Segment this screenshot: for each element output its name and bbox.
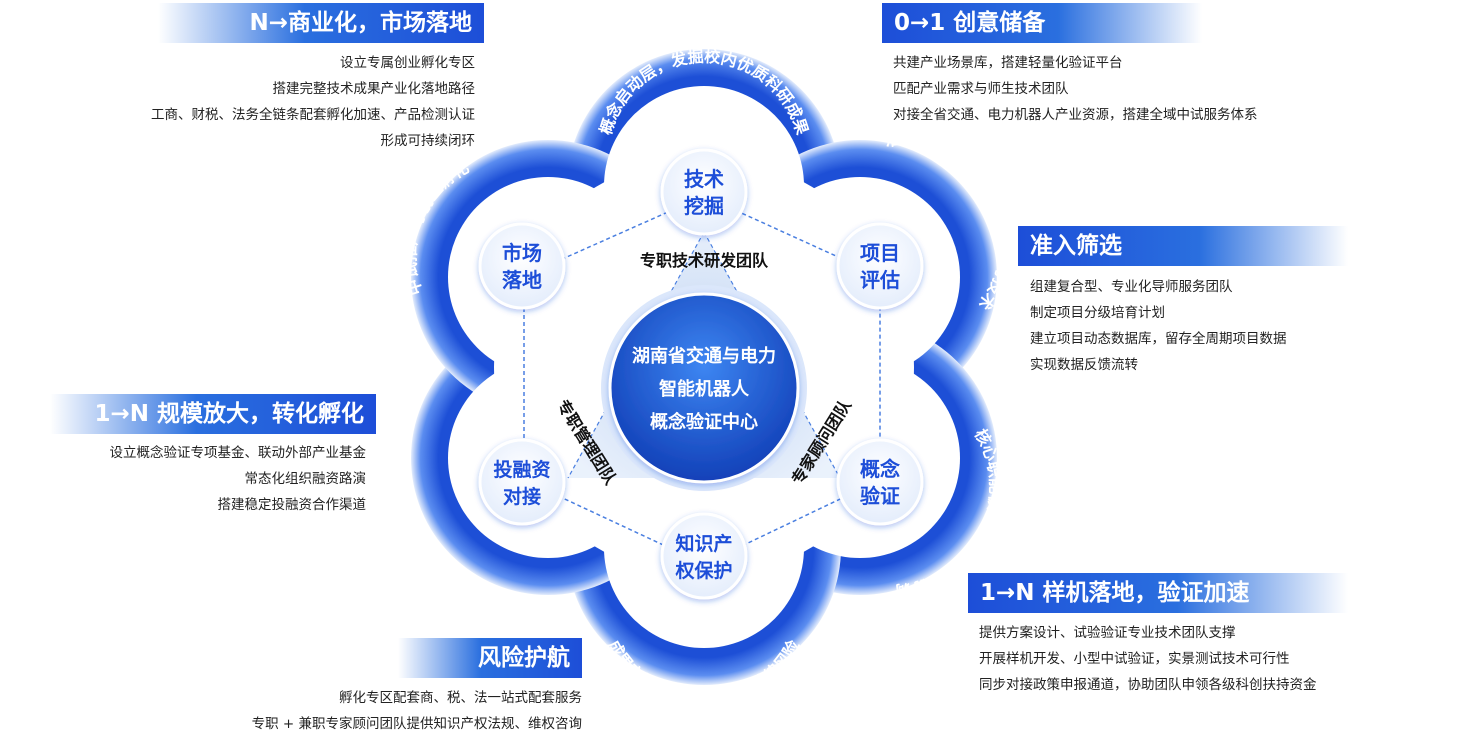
svg-text:项目: 项目 (860, 241, 900, 265)
center-line-2: 智能机器人 (659, 378, 750, 400)
svg-text:评估: 评估 (860, 268, 900, 292)
list-item: 共建产业场景库，搭建轻量化验证平台 (893, 55, 1123, 71)
panel-creative-list: 共建产业场景库，搭建轻量化验证平台 匹配产业需求与师生技术团队 对接全省交通、电… (893, 50, 1258, 128)
panel-screening-list: 组建复合型、专业化导师服务团队 制定项目分级培育计划 建立项目动态数据库，留存全… (1030, 274, 1287, 378)
center-circle (608, 292, 800, 484)
svg-text:对接: 对接 (503, 485, 541, 508)
panel-commercial-title: N→商业化，市场落地 (158, 3, 484, 43)
list-item: 专职 + 兼职专家顾问团队提供知识产权法规、维权咨询 (251, 716, 582, 732)
svg-text:权保护: 权保护 (674, 559, 732, 582)
node-verify[interactable]: 概念 验证 (836, 438, 924, 526)
node-eval[interactable]: 项目 评估 (836, 222, 924, 310)
list-item: 搭建稳定投融资合作渠道 (217, 497, 367, 513)
panel-scale-title: 1→N 规模放大，转化孵化 (50, 394, 376, 434)
panel-prototype-title: 1→N 样机落地，验证加速 (968, 573, 1348, 613)
list-item: 提供方案设计、试验验证专业技术团队支撑 (979, 625, 1236, 641)
list-item: 设立专属创业孵化专区 (340, 55, 475, 71)
list-item: 形成可持续闭环 (380, 133, 476, 149)
list-item: 常态化组织融资路演 (244, 471, 367, 487)
node-market[interactable]: 市场 落地 (478, 222, 566, 310)
list-item: 搭建完整技术成果产业化落地路径 (272, 81, 476, 97)
panel-commercial-list: 设立专属创业孵化专区 搭建完整技术成果产业化落地路径 工商、财税、法务全链条配套… (151, 50, 475, 154)
svg-text:技术: 技术 (684, 167, 724, 191)
node-tech[interactable]: 技术 挖掘 (660, 148, 748, 236)
center-line-3: 概念验证中心 (650, 411, 758, 433)
svg-text:落地: 落地 (502, 268, 542, 292)
list-item: 孵化专区配套商、税、法一站式配套服务 (339, 690, 582, 706)
list-item: 组建复合型、专业化导师服务团队 (1030, 279, 1233, 295)
panel-risk-title: 风险护航 (398, 638, 582, 678)
panel-risk-list: 孵化专区配套商、税、法一站式配套服务 专职 + 兼职专家顾问团队提供知识产权法规… (252, 685, 582, 737)
svg-text:概念: 概念 (860, 457, 900, 481)
list-item: 对接全省交通、电力机器人产业资源，搭建全域中试服务体系 (893, 107, 1258, 123)
list-item: 工商、财税、法务全链条配套孵化加速、产品检测认证 (151, 107, 475, 123)
node-ip[interactable]: 知识产 权保护 (660, 512, 748, 600)
svg-text:知识产: 知识产 (675, 532, 732, 555)
svg-text:挖掘: 挖掘 (684, 194, 724, 218)
svg-text:投融资: 投融资 (493, 458, 550, 481)
panel-screening-title: 准入筛选 (1018, 226, 1348, 266)
list-item: 实现数据反馈流转 (1030, 357, 1138, 373)
list-item: 开展样机开发、小型中试验证，实景测试技术可行性 (979, 651, 1290, 667)
node-finance[interactable]: 投融资 对接 (478, 438, 566, 526)
svg-text:市场: 市场 (502, 241, 542, 265)
center-line-1: 湖南省交通与电力 (632, 345, 776, 367)
panel-creative-title: 0→1 创意储备 (882, 3, 1202, 43)
list-item: 建立项目动态数据库，留存全周期项目数据 (1030, 331, 1287, 347)
list-item: 同步对接政策申报通道，协助团队申领各级科创扶持资金 (979, 677, 1317, 693)
svg-text:验证: 验证 (860, 484, 900, 508)
panel-prototype-list: 提供方案设计、试验验证专业技术团队支撑 开展样机开发、小型中试验证，实景测试技术… (979, 620, 1317, 698)
panel-scale-list: 设立概念验证专项基金、联动外部产业基金 常态化组织融资路演 搭建稳定投融资合作渠… (110, 440, 367, 518)
list-item: 制定项目分级培育计划 (1030, 305, 1165, 321)
list-item: 设立概念验证专项基金、联动外部产业基金 (109, 445, 367, 461)
list-item: 匹配产业需求与师生技术团队 (893, 81, 1069, 97)
team-label-rnd: 专职技术研发团队 (640, 251, 769, 270)
